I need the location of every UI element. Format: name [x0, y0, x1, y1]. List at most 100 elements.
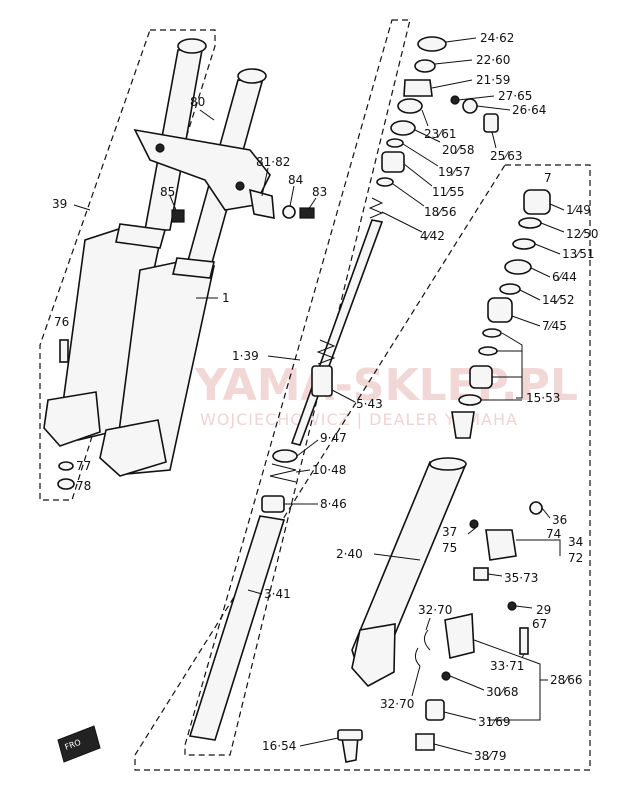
label-75: 75 [442, 541, 457, 555]
front-arrow-icon [57, 725, 101, 763]
leader-34 [516, 539, 561, 556]
label-15-53: 15·53 [526, 391, 560, 405]
part-13 [512, 238, 536, 250]
part-6 [504, 259, 532, 275]
leader-6 [530, 267, 551, 278]
leader-36 [541, 507, 551, 519]
leader-32a [425, 617, 431, 631]
part-11 [381, 151, 405, 173]
part-30 [441, 671, 451, 681]
part-8 [261, 495, 285, 513]
part-20 [390, 120, 416, 136]
part-14 [499, 283, 521, 295]
inner-parts-group-outline [184, 19, 411, 756]
leader-29 [515, 605, 533, 609]
label-80: 80 [190, 95, 205, 109]
leader-81 [261, 167, 269, 197]
leader-18 [392, 183, 425, 207]
label-4-42: 4⁄42 [420, 229, 445, 243]
label-85: 85 [160, 185, 175, 199]
leader-28 [473, 639, 548, 721]
bolt-85 [171, 209, 185, 223]
label-11-55: 11⁄55 [432, 185, 465, 199]
left-fork-group-outline [39, 29, 216, 501]
leader-23 [421, 109, 429, 127]
leader-38 [433, 743, 473, 755]
part-1-seal-holder [523, 189, 551, 215]
washer-84 [282, 205, 296, 219]
right-dust-boot [172, 257, 215, 279]
under-bracket [133, 128, 271, 211]
watermark-brand: YAMA-SKLEP.PL [194, 360, 578, 411]
left-dust-boot [115, 223, 167, 249]
label-67: 67 [532, 617, 547, 631]
part-38 [415, 733, 435, 751]
leader-11 [403, 163, 433, 187]
label-78: 78 [76, 479, 91, 493]
label-35-73: 35·73 [504, 571, 538, 585]
leader-3 [247, 589, 263, 595]
part-7 [487, 297, 513, 323]
outer-tube-group-outline [134, 164, 591, 771]
part-28-bracket [444, 613, 475, 659]
part-31 [425, 699, 445, 721]
label-1-49: 1⁄49 [566, 203, 591, 217]
leader-26 [476, 105, 511, 111]
part-23 [397, 98, 423, 114]
label-14-52: 14⁄52 [542, 293, 575, 307]
leader-20 [414, 129, 441, 143]
part-22 [414, 59, 436, 73]
label-13-51: 13⁄51 [562, 247, 595, 261]
outer-tube-parts [337, 189, 551, 763]
leader-14 [519, 289, 541, 301]
part-10-spring [269, 463, 297, 483]
leader-24 [445, 37, 477, 43]
leader-84 [289, 185, 295, 207]
label-25-63: 25⁄63 [490, 149, 523, 163]
right-tube-cap [237, 68, 267, 84]
part-37 [469, 519, 479, 529]
leader-15 [481, 332, 523, 401]
label-28-66: 28⁄66 [550, 673, 583, 687]
part-2-outer-tube-top [429, 457, 467, 471]
leader-19 [402, 143, 439, 167]
bolt-83 [299, 207, 315, 219]
part-21 [403, 79, 433, 97]
part-16-head [337, 729, 363, 741]
label-39: 39 [52, 197, 67, 211]
under-bracket-bolt-a [155, 143, 165, 153]
part-34-bracket [485, 529, 517, 561]
leader-35 [487, 573, 503, 577]
label-24-62: 24·62 [480, 31, 514, 45]
part-18 [376, 177, 394, 187]
leader-10 [295, 469, 311, 473]
label-31-69: 31⁄69 [478, 715, 511, 729]
front-direction-logo: FRO [57, 725, 101, 763]
part-15e [451, 411, 475, 439]
label-1-39: 1·39 [232, 349, 259, 363]
inner-parts [188, 36, 499, 741]
label-23-61: 23⁄61 [424, 127, 457, 141]
watermark: YAMA-SKLEP.PL WOJCIECHOWICZ | DEALER YAM… [78, 348, 578, 432]
label-84: 84 [288, 173, 303, 187]
leader-7 [511, 315, 541, 327]
part-3-inner-tube [188, 515, 286, 741]
part-24 [417, 36, 447, 52]
label-7: 7 [544, 171, 552, 185]
label-5-43: 5·43 [356, 397, 383, 411]
left-tube-cap [177, 38, 207, 54]
leader-39 [73, 204, 91, 211]
under-bracket-bolt-b [235, 181, 245, 191]
part-29 [507, 601, 517, 611]
cable-clamp [249, 188, 275, 219]
label-76: 76 [54, 315, 69, 329]
part-32-clip-b [414, 647, 421, 667]
leader-12 [540, 222, 565, 233]
label-32-70-top: 32·70 [418, 603, 452, 617]
label-20-58: 20⁄58 [442, 143, 475, 157]
label-30-68: 30⁄68 [486, 685, 519, 699]
label-6-44: 6⁄44 [552, 270, 577, 284]
leader-9 [296, 439, 319, 457]
leader-5 [331, 389, 356, 403]
